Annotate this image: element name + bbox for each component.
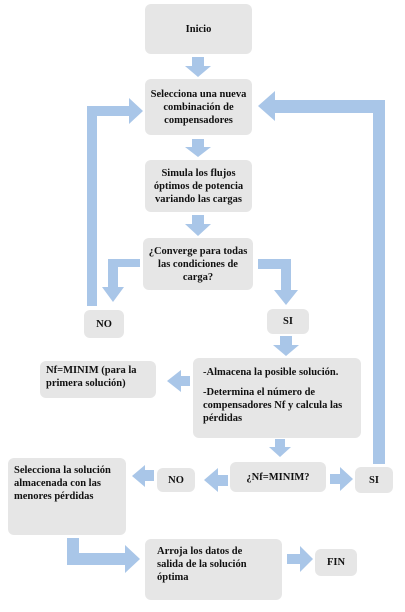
fin-box: FIN — [315, 549, 357, 576]
inicio-box: Inicio — [145, 4, 252, 54]
arrow-no-loop-to-selecciona — [87, 98, 143, 306]
arrow-converge-to-no — [102, 259, 140, 302]
arroja-datos-box: Arroja los datos de salida de la solució… — [145, 539, 282, 600]
converge-decision-box: ¿Converge para todas las condiciones de … — [143, 238, 253, 290]
selecciona-combinacion-box: Selecciona una nueva combinación de comp… — [145, 79, 252, 135]
si-box-2: SI — [355, 467, 393, 493]
no-box-2: NO — [157, 468, 195, 492]
si-label-1: SI — [283, 316, 293, 327]
arroja-datos-label: Arroja los datos de salida de la solució… — [157, 546, 247, 583]
arrow-simula-to-converge — [185, 215, 211, 236]
nf-minim-decision-box: ¿Nf=MINIM? — [230, 462, 326, 492]
arrow-inicio-to-selecciona — [185, 57, 211, 77]
arrow-si-to-almacena — [273, 336, 299, 356]
arrow-seleccionasol-to-arroja — [67, 538, 140, 573]
arrow-selecciona-to-simula — [185, 139, 211, 157]
arrow-arroja-to-fin — [287, 546, 313, 572]
almacena-determina-box: -Almacena la posible solución. -Determin… — [193, 358, 361, 438]
si-label-2: SI — [369, 474, 379, 486]
simula-flujos-box: Simula los flujos óptimos de potencia va… — [145, 160, 252, 212]
nf-minim-box: Nf=MINIM (para la primera solución) — [40, 361, 156, 398]
arrow-decision2-to-no2 — [204, 468, 228, 492]
almacena-label: -Almacena la posible solución. — [203, 367, 339, 378]
arrow-almacena-to-decision2 — [269, 439, 291, 457]
selecciona-solucion-box: Selecciona la solución almacenada con la… — [8, 458, 126, 535]
nf-minim-decision-label: ¿Nf=MINIM? — [246, 471, 310, 483]
selecciona-solucion-label: Selecciona la solución almacenada con la… — [14, 465, 111, 502]
simula-flujos-label: Simula los flujos óptimos de potencia va… — [153, 167, 244, 205]
arrow-decision2-to-si2 — [330, 467, 353, 491]
determina-label: -Determina el número de compensadores Nf… — [203, 387, 343, 424]
no-label-2: NO — [168, 474, 184, 486]
converge-decision-label: ¿Converge para todas las condiciones de … — [148, 245, 248, 283]
arrow-converge-to-si — [258, 259, 298, 305]
si-box-1: SI — [267, 309, 309, 334]
selecciona-combinacion-label: Selecciona una nueva combinación de comp… — [150, 88, 247, 126]
no-box-1: NO — [84, 310, 124, 338]
arrow-no2-to-seleccionasol — [132, 465, 154, 487]
fin-label: FIN — [326, 557, 346, 568]
nf-minim-label: Nf=MINIM (para la primera solución) — [46, 365, 137, 389]
no-label-1: NO — [96, 318, 112, 330]
inicio-label: Inicio — [185, 23, 212, 35]
arrow-almacena-to-nfminim — [167, 370, 190, 392]
